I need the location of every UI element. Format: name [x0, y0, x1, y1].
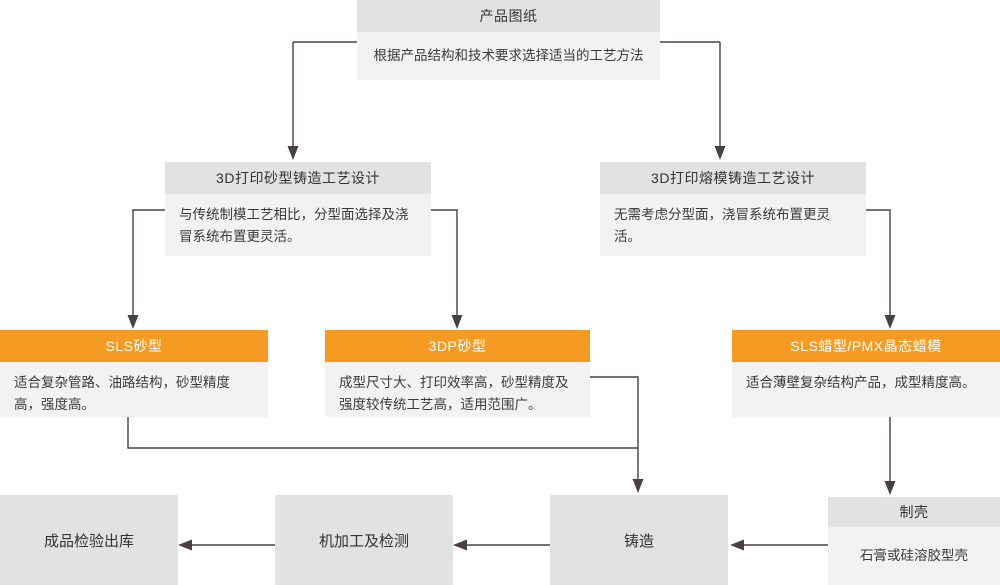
node-casting[interactable]: 铸造 — [550, 495, 728, 585]
node-machining-inspection[interactable]: 机加工及检测 — [275, 495, 453, 585]
node-product-drawing-body: 根据产品结构和技术要求选择适当的工艺方法 — [357, 32, 660, 80]
node-product-drawing-header: 产品图纸 — [357, 0, 660, 32]
edge-3dp-sand-to-casting — [590, 376, 644, 493]
edge-casting-to-machining — [453, 539, 550, 551]
node-shell-making-body: 石膏或硅溶胶型壳 — [828, 527, 1000, 585]
node-investment-design-header: 3D打印熔模铸造工艺设计 — [600, 162, 866, 194]
node-sls-sand-header: SLS砂型 — [0, 330, 268, 362]
node-investment-design[interactable]: 3D打印熔模铸造工艺设计 无需考虑分型面，浇冒系统布置更灵活。 — [600, 162, 866, 256]
node-shell-making[interactable]: 制壳 石膏或硅溶胶型壳 — [828, 497, 1000, 585]
node-final-inspection[interactable]: 成品检验出库 — [0, 495, 178, 585]
edge-sand-design-to-3dp-sand — [430, 209, 463, 329]
edge-machining-to-final — [178, 539, 275, 551]
edge-shell-to-casting — [730, 539, 828, 551]
edge-sls-sand-to-casting — [127, 415, 638, 449]
edge-investment-design-to-sls-wax — [866, 209, 896, 329]
node-sand-mold-design-body: 与传统制模工艺相比，分型面选择及浇冒系统布置更灵活。 — [165, 194, 431, 256]
node-sls-sand-body: 适合复杂管路、油路结构，砂型精度高，强度高。 — [0, 362, 268, 417]
node-sls-wax-header: SLS蜡型/PMX晶态蜡模 — [732, 330, 1000, 362]
node-shell-making-header: 制壳 — [828, 497, 1000, 527]
node-sand-mold-design[interactable]: 3D打印砂型铸造工艺设计 与传统制模工艺相比，分型面选择及浇冒系统布置更灵活。 — [165, 162, 431, 256]
node-3dp-sand-body: 成型尺寸大、打印效率高，砂型精度及强度较传统工艺高，适用范围广。 — [325, 362, 590, 417]
edge-drawing-to-investment-design — [714, 42, 726, 160]
node-investment-design-body: 无需考虑分型面，浇冒系统布置更灵活。 — [600, 194, 866, 256]
node-3dp-sand[interactable]: 3DP砂型 成型尺寸大、打印效率高，砂型精度及强度较传统工艺高，适用范围广。 — [325, 330, 590, 417]
node-sls-wax-body: 适合薄壁复杂结构产品，成型精度高。 — [732, 362, 1000, 417]
node-sls-sand[interactable]: SLS砂型 适合复杂管路、油路结构，砂型精度高，强度高。 — [0, 330, 268, 417]
node-sand-mold-design-header: 3D打印砂型铸造工艺设计 — [165, 162, 431, 194]
node-product-drawing[interactable]: 产品图纸 根据产品结构和技术要求选择适当的工艺方法 — [357, 0, 660, 80]
edge-sls-wax-to-shell — [884, 415, 896, 495]
edge-sand-design-to-sls-sand — [127, 209, 165, 329]
node-3dp-sand-header: 3DP砂型 — [325, 330, 590, 362]
node-sls-wax[interactable]: SLS蜡型/PMX晶态蜡模 适合薄壁复杂结构产品，成型精度高。 — [732, 330, 1000, 417]
